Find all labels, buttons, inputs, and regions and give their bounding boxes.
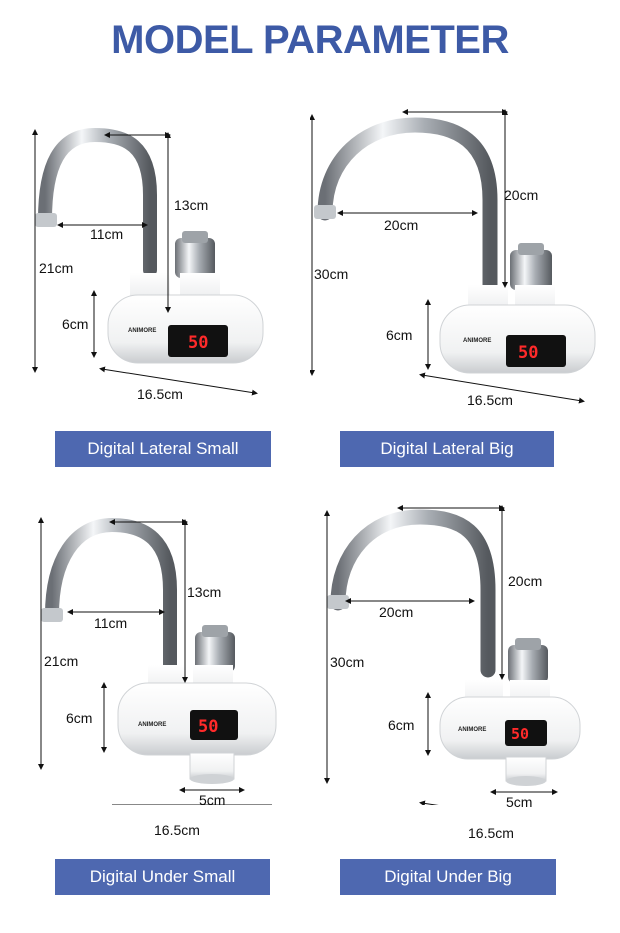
base-width-label: 5cm — [199, 792, 226, 808]
body-length-label: 16.5cm — [468, 825, 514, 841]
reach-label: 20cm — [384, 217, 419, 233]
total-height-label: 30cm — [330, 654, 365, 670]
total-height-label: 21cm — [39, 260, 74, 276]
model-panel-under-small: 50 ANIMORE 21cm 13cm 11cm 6cm 5cm 16.5cm… — [0, 505, 310, 925]
total-height-label: 21cm — [44, 653, 79, 669]
page-title: MODEL PARAMETER — [111, 18, 509, 62]
model-name-label: Digital Lateral Big — [340, 431, 554, 467]
model-panel-lateral-small: 50 ANIMORE 21cm 13cm 11cm 6cm 16.5cm Dig… — [0, 105, 310, 525]
faucet-illustration: 50 ANIMORE — [310, 109, 596, 404]
body-height-label: 6cm — [386, 327, 413, 343]
model-panel-lateral-big: 50 ANIMORE 30cm 20cm 20cm 6cm 16.5cm Dig… — [310, 105, 620, 525]
reach-label: 11cm — [94, 615, 128, 631]
body-height-label: 6cm — [62, 316, 89, 332]
body-length-label: 16.5cm — [154, 822, 200, 838]
model-name-label: Digital Under Big — [340, 859, 556, 895]
reach-label: 20cm — [379, 604, 414, 620]
body-height-label: 6cm — [388, 717, 415, 733]
model-name-label: Digital Under Small — [55, 859, 270, 895]
brand-logo: ANIMORE — [138, 722, 166, 728]
body-height-label: 6cm — [66, 710, 93, 726]
temperature-display: 50 — [188, 333, 208, 353]
brand-logo: ANIMORE — [463, 338, 491, 344]
faucet-illustration: 50 ANIMORE — [324, 505, 585, 805]
brand-logo: ANIMORE — [128, 328, 156, 334]
body-length-label: 16.5cm — [137, 386, 183, 402]
base-width-label: 5cm — [506, 794, 533, 810]
faucet-illustration: 50 ANIMORE — [38, 517, 277, 805]
body-length-label: 16.5cm — [467, 392, 513, 408]
model-panel-under-big: 50 ANIMORE 30cm 20cm 20cm 6cm 5cm 16.5cm… — [310, 505, 620, 925]
faucet-illustration: 50 ANIMORE — [32, 127, 264, 396]
total-height-label: 30cm — [314, 266, 349, 282]
temperature-display: 50 — [198, 717, 218, 737]
temperature-display: 50 — [511, 725, 529, 743]
spout-height-label: 13cm — [187, 584, 222, 600]
model-name-label: Digital Lateral Small — [55, 431, 271, 467]
reach-label: 11cm — [90, 226, 124, 242]
spout-height-label: 13cm — [174, 197, 209, 213]
spout-height-label: 20cm — [508, 573, 543, 589]
brand-logo: ANIMORE — [458, 727, 486, 733]
temperature-display: 50 — [518, 343, 538, 363]
spout-height-label: 20cm — [504, 187, 539, 203]
